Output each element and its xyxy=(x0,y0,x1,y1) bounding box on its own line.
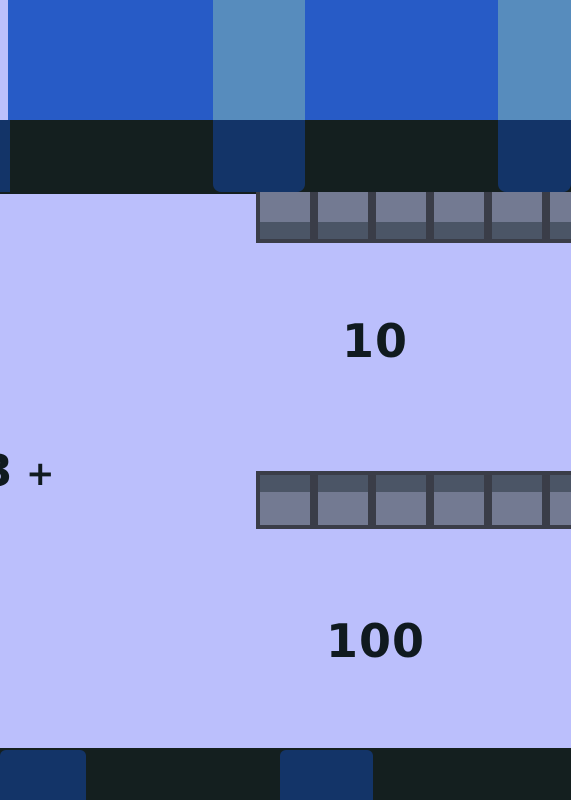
top-steel-block-1 xyxy=(213,0,307,124)
tile xyxy=(318,475,368,525)
bottom-navy-block-2 xyxy=(280,750,373,800)
tile xyxy=(550,192,571,239)
top-steel-block-2 xyxy=(498,0,571,124)
left-partial-value: 3 xyxy=(0,446,14,497)
lower-value: 100 xyxy=(326,614,426,668)
tile xyxy=(434,192,484,239)
top-blue-block-1 xyxy=(8,0,213,124)
bottom-navy-block-1 xyxy=(0,750,86,800)
top-blue-block-2 xyxy=(305,0,499,124)
tile xyxy=(550,475,571,525)
lower-tile-row xyxy=(256,471,571,529)
tile xyxy=(434,475,484,525)
tile xyxy=(260,192,310,239)
tile xyxy=(376,192,426,239)
tile xyxy=(492,192,542,239)
tile xyxy=(260,475,310,525)
tile xyxy=(492,475,542,525)
top-left-lip xyxy=(0,120,10,192)
plus-operator: + xyxy=(26,454,55,494)
top-navy-block-1 xyxy=(213,120,305,192)
tile xyxy=(318,192,368,239)
top-navy-block-2 xyxy=(498,120,571,192)
tile xyxy=(376,475,426,525)
upper-value: 10 xyxy=(342,314,409,368)
upper-tile-row xyxy=(256,192,571,243)
